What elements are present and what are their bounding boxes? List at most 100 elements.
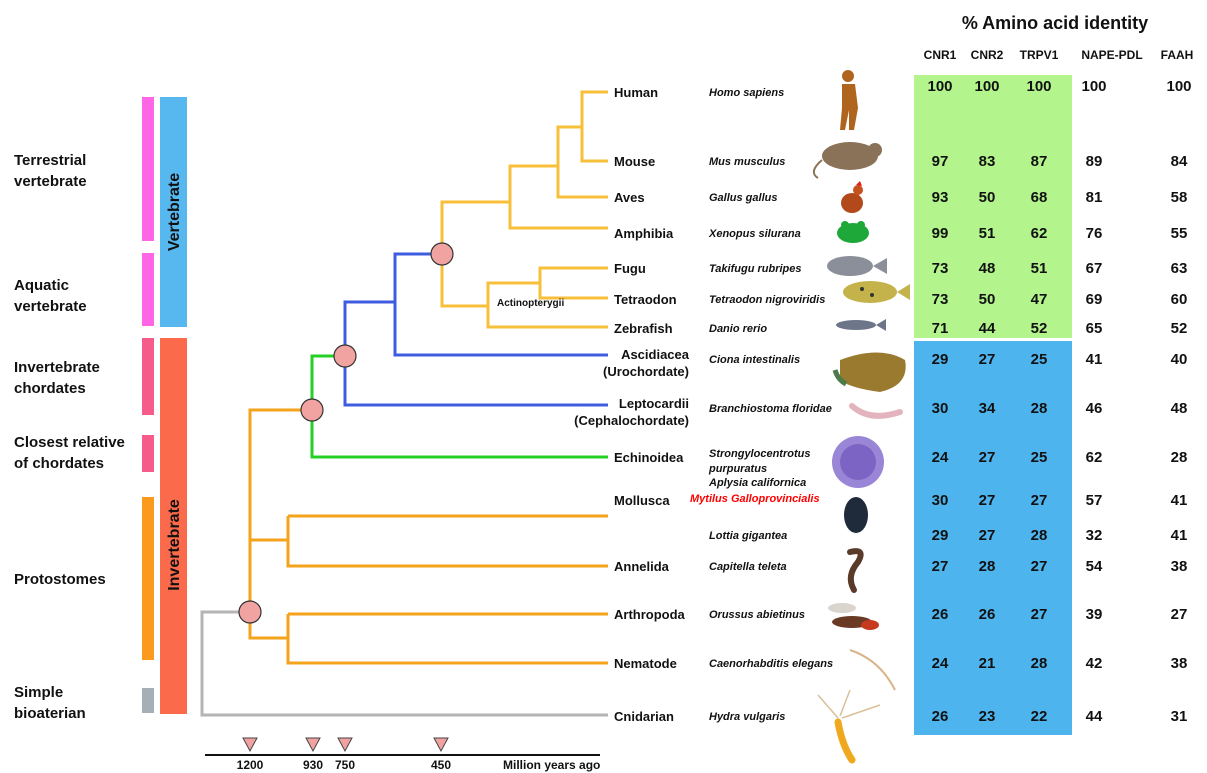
identity-value-mollusca-faah: 41 [1171, 492, 1188, 509]
taxon-name-leptocardii: Leptocardii [619, 396, 689, 411]
node-1200 [239, 601, 261, 623]
identity-value-cnidarian-nape-pdl: 44 [1086, 708, 1103, 725]
node-750 [334, 345, 356, 367]
identity-value-fugu-cnr2: 48 [979, 260, 996, 277]
taxon-name-ascidiacea: Ascidiacea [621, 347, 690, 362]
species-zebrafish: Danio rerio [709, 323, 767, 335]
identity-value-lottia-gigantea-cnr2: 27 [979, 527, 996, 544]
identity-value-aves-cnr2: 50 [979, 189, 996, 206]
identity-value-nematode-cnr2: 21 [979, 655, 996, 672]
identity-value-annelida-cnr2: 28 [979, 558, 996, 575]
identity-value-zebrafish-faah: 52 [1171, 320, 1188, 337]
identity-value-mollusca-cnr2: 27 [979, 492, 996, 509]
worm-illustration [850, 551, 861, 590]
identity-value-lottia-gigantea-cnr1: 29 [932, 527, 949, 544]
taxon-name-tetraodon: Tetraodon [614, 292, 677, 307]
identity-value-cnidarian-cnr2: 23 [979, 708, 996, 725]
taxon-name-amphibia: Amphibia [614, 226, 674, 241]
group-inv-chordates: Invertebratechordates [14, 359, 100, 397]
identity-value-tetraodon-trpv1: 47 [1031, 291, 1048, 308]
identity-value-ascidiacea-cnr1: 29 [932, 351, 949, 368]
identity-value-arthropoda-trpv1: 27 [1031, 606, 1048, 623]
species-human: Homo sapiens [709, 87, 784, 99]
identity-value-leptocardii-trpv1: 28 [1031, 400, 1048, 417]
blue-branches [345, 254, 608, 405]
identity-value-arthropoda-cnr1: 26 [932, 606, 949, 623]
taxon-name-cnidarian: Cnidarian [614, 709, 674, 724]
identity-value-echinoidea-trpv1: 25 [1031, 449, 1048, 466]
group-aquatic: Aquaticvertebrate [14, 277, 87, 315]
species-cnidarian: Hydra vulgaris [709, 711, 785, 723]
identity-value-annelida-cnr1: 27 [932, 558, 949, 575]
identity-value-human-nape-pdl: 100 [1081, 78, 1106, 95]
simple-bar [142, 688, 154, 713]
identity-value-mouse-faah: 84 [1171, 153, 1188, 170]
identity-value-zebrafish-trpv1: 52 [1031, 320, 1048, 337]
orange-branches [250, 410, 608, 663]
identity-value-nematode-trpv1: 28 [1031, 655, 1048, 672]
identity-value-annelida-faah: 38 [1171, 558, 1188, 575]
identity-value-lottia-gigantea-nape-pdl: 32 [1086, 527, 1103, 544]
time-marker-750 [338, 738, 352, 751]
identity-value-zebrafish-cnr2: 44 [979, 320, 996, 337]
inv-chordates-bar [142, 338, 154, 415]
mouse-illustration [814, 142, 882, 178]
identity-value-annelida-trpv1: 27 [1031, 558, 1048, 575]
col-header-cnr2: CNR2 [971, 48, 1004, 62]
col-header-cnr1: CNR1 [924, 48, 957, 62]
species-amphibia: Xenopus silurana [708, 228, 801, 240]
tick-1200: 1200 [237, 758, 264, 772]
species-annelida: Capitella teleta [709, 561, 787, 573]
species-echinoidea: Strongylocentrotus [709, 448, 810, 460]
node-930 [301, 399, 323, 421]
actinopterygii-label: Actinopterygii [497, 298, 564, 309]
identity-value-nematode-faah: 38 [1171, 655, 1188, 672]
hydra-illustration [818, 690, 880, 760]
taxon-name-nematode: Nematode [614, 656, 677, 671]
identity-value-nematode-nape-pdl: 42 [1086, 655, 1103, 672]
species-lottia-gigantea: Lottia gigantea [709, 530, 787, 542]
identity-value-arthropoda-cnr2: 26 [979, 606, 996, 623]
taxa-labels: HumanHomo sapiensMouseMus musculusAvesGa… [574, 85, 833, 724]
taxon-subname-leptocardii: (Cephalochordate) [574, 413, 689, 428]
zebrafish-illustration [836, 319, 886, 331]
species-fugu: Takifugu rubripes [709, 263, 802, 275]
taxon-name-aves: Aves [614, 190, 645, 205]
mussel-illustration [844, 497, 868, 533]
species-ascidiacea: Ciona intestinalis [709, 354, 800, 366]
taxon-name-fugu: Fugu [614, 261, 646, 276]
time-markers [243, 738, 448, 751]
species-mollusca: Aplysia californica [708, 477, 806, 489]
identity-value-echinoidea-faah: 28 [1171, 449, 1188, 466]
taxon-name-echinoidea: Echinoidea [614, 450, 684, 465]
identity-value-human-faah: 100 [1166, 78, 1191, 95]
chicken-illustration [841, 181, 863, 213]
identity-value-human-cnr1: 100 [927, 78, 952, 95]
node-450 [431, 243, 453, 265]
identity-value-ascidiacea-nape-pdl: 41 [1086, 351, 1103, 368]
identity-value-tetraodon-faah: 60 [1171, 291, 1188, 308]
taxon-name-human: Human [614, 85, 658, 100]
identity-value-zebrafish-nape-pdl: 65 [1086, 320, 1103, 337]
identity-value-annelida-nape-pdl: 54 [1086, 558, 1103, 575]
lancelet-illustration [852, 406, 900, 416]
time-marker-450 [434, 738, 448, 751]
species-mouse: Mus musculus [709, 156, 785, 168]
identity-value-mollusca-nape-pdl: 57 [1086, 492, 1103, 509]
identity-value-ascidiacea-faah: 40 [1171, 351, 1188, 368]
identity-value-fugu-faah: 63 [1171, 260, 1188, 277]
fugu-fish-illustration [827, 256, 887, 276]
identity-value-aves-faah: 58 [1171, 189, 1188, 206]
identity-value-lottia-gigantea-trpv1: 28 [1031, 527, 1048, 544]
taxon-name-mouse: Mouse [614, 154, 655, 169]
sea-squirt-illustration [835, 353, 906, 393]
identity-value-arthropoda-nape-pdl: 39 [1086, 606, 1103, 623]
identity-value-human-trpv1: 100 [1026, 78, 1051, 95]
species-highlight: Mytilus Galloprovincialis [690, 493, 820, 505]
species-leptocardii: Branchiostoma floridae [709, 403, 832, 415]
identity-value-tetraodon-cnr1: 73 [932, 291, 949, 308]
taxon-name-zebrafish: Zebrafish [614, 321, 673, 336]
identity-value-aves-trpv1: 68 [1031, 189, 1048, 206]
tick-930: 930 [303, 758, 323, 772]
